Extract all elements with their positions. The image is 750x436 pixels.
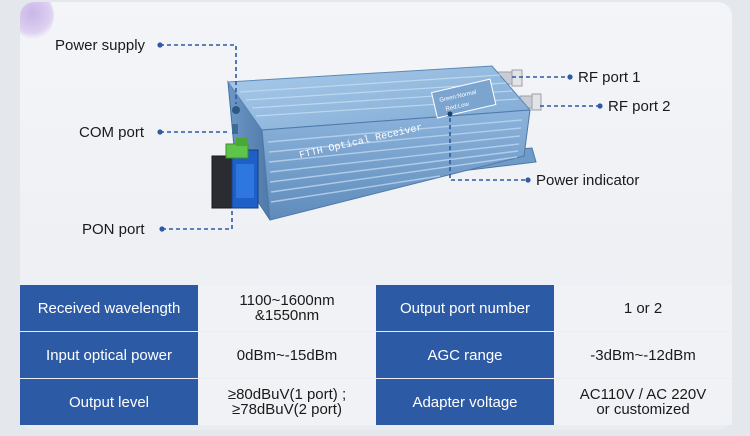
pon-connector <box>211 138 259 209</box>
spec-value: 0dBm~-15dBm <box>198 332 376 378</box>
callout-line-power-supply <box>160 44 237 104</box>
power-supply-socket <box>232 106 240 114</box>
com-port-socket <box>232 124 238 134</box>
spec-label: Input optical power <box>20 332 198 378</box>
spec-value: 1100~1600nm&1550nm <box>198 285 376 331</box>
indicator-panel: Green:Normal Red:Low <box>430 78 497 119</box>
spec-value: -3dBm~-12dBm <box>554 332 732 378</box>
callout-rf-port-1: RF port 1 <box>578 69 641 86</box>
device-svg: FTTH Optical Receiver Green:Normal Red:L… <box>157 42 603 232</box>
callout-power-indicator: Power indicator <box>536 172 640 189</box>
spec-label: Output port number <box>376 285 554 331</box>
spec-value: 1 or 2 <box>554 285 732 331</box>
spec-label: Adapter voltage <box>376 379 554 425</box>
spec-table: Received wavelength 1100~1600nm&1550nm O… <box>20 285 732 425</box>
callout-com-port: COM port <box>79 124 145 141</box>
callout-line-pon-port <box>162 210 233 230</box>
spec-value: ≥80dBuV(1 port) ;≥78dBuV(2 port) <box>198 379 376 425</box>
callout-line-power-indicator <box>449 118 528 181</box>
device-illustration: FTTH Optical Receiver Green:Normal Red:L… <box>55 37 671 238</box>
callout-power-supply: Power supply <box>55 37 146 54</box>
panel-line-2: Red:Low <box>445 101 470 112</box>
spec-label: Received wavelength <box>20 285 198 331</box>
spec-label: AGC range <box>376 332 554 378</box>
callout-pon-port: PON port <box>82 221 145 238</box>
device-front <box>261 109 531 221</box>
spec-label: Output level <box>20 379 198 425</box>
callout-rf-port-2: RF port 2 <box>608 98 671 115</box>
heat-sink-ribs <box>267 119 523 203</box>
power-indicator-led <box>447 111 453 117</box>
